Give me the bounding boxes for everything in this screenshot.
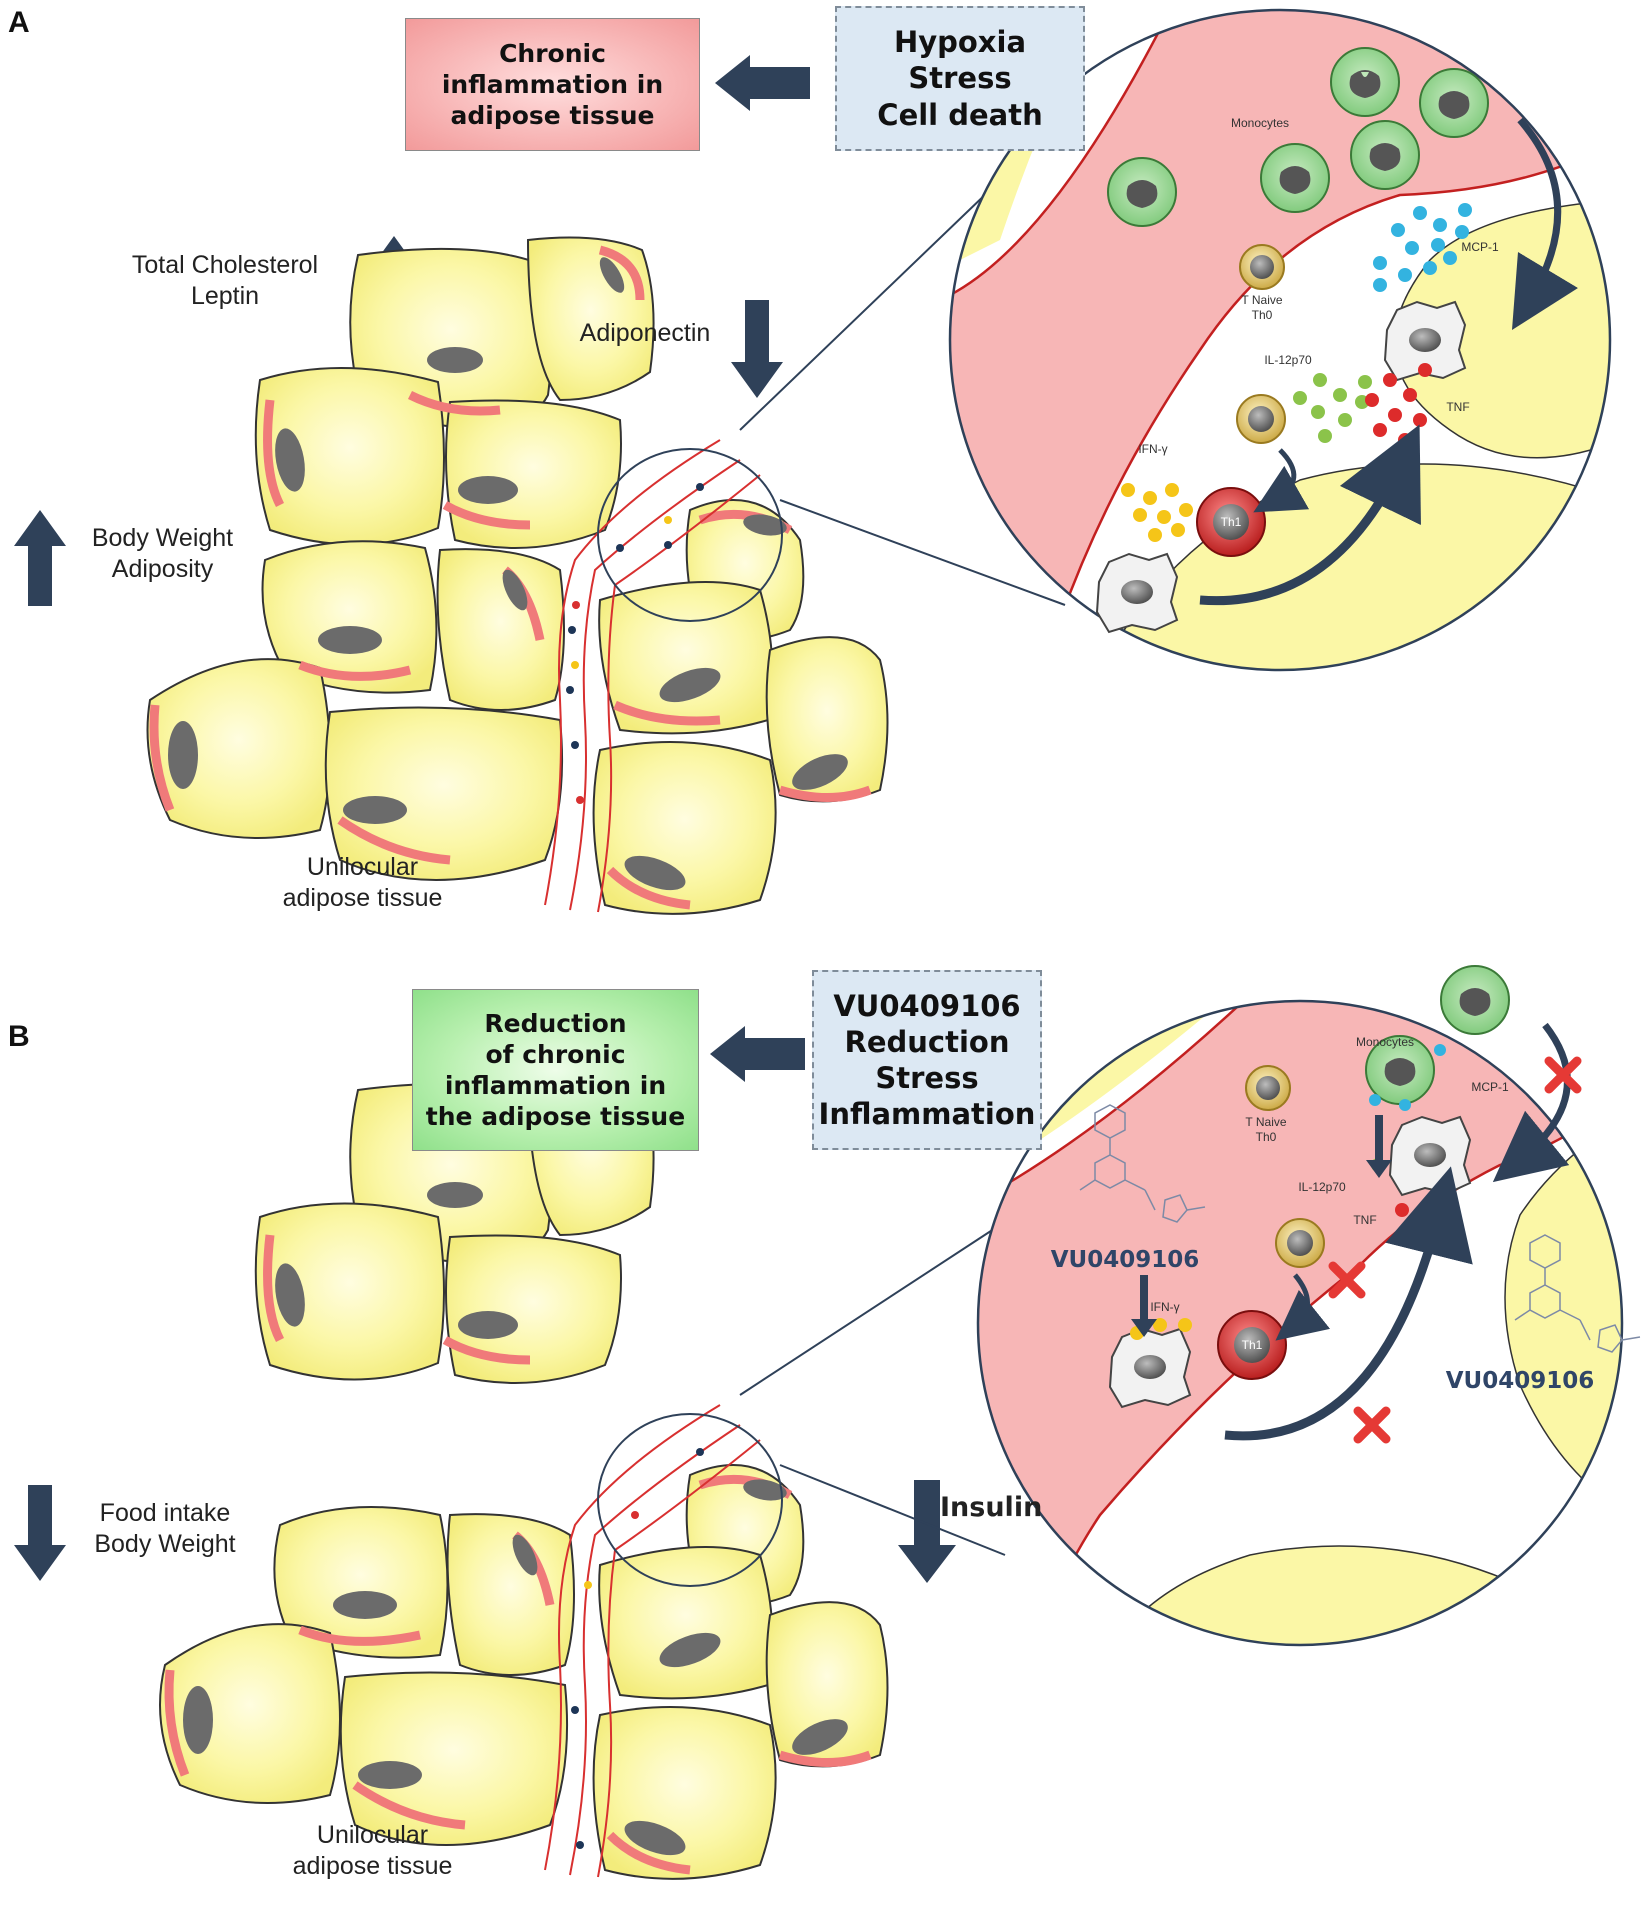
mcp1-dots bbox=[1373, 203, 1472, 292]
mcp1-dots bbox=[1369, 1044, 1446, 1111]
left-arrow bbox=[715, 55, 810, 111]
t-cell bbox=[1236, 394, 1286, 444]
monocytes-label: Monocytes bbox=[1355, 1035, 1415, 1049]
curved-arrow bbox=[1512, 117, 1579, 331]
macrophage-cell bbox=[1108, 1327, 1192, 1409]
curved-arrow bbox=[1275, 1273, 1331, 1341]
down-arrow bbox=[1131, 1275, 1157, 1337]
molecule-structure-icon bbox=[1079, 1104, 1206, 1223]
block-x-icon bbox=[1353, 1406, 1391, 1444]
ifn-label: IFN-γ bbox=[1138, 442, 1168, 456]
t-cell bbox=[1275, 1218, 1325, 1268]
il12-dots bbox=[1293, 373, 1372, 443]
t-naive-cell bbox=[1245, 1065, 1291, 1111]
t-naive-label: T Naive Th0 bbox=[1245, 1115, 1287, 1144]
th1-cell bbox=[1196, 487, 1266, 557]
insulin-label: Insulin bbox=[940, 1492, 1043, 1523]
left-arrow bbox=[710, 1026, 805, 1082]
th1-label: Th1 bbox=[1220, 515, 1242, 529]
panel-a-drawing bbox=[14, 8, 1612, 915]
blood-vessel bbox=[544, 1404, 761, 1878]
adipocyte-nuclei bbox=[149, 245, 872, 910]
blood-vessel bbox=[544, 439, 761, 913]
th1-label: Th1 bbox=[1241, 1338, 1263, 1352]
vessel-particles bbox=[566, 483, 704, 804]
adipose-tissue bbox=[146, 236, 889, 915]
vessel-particles bbox=[571, 1448, 704, 1849]
ifn-dots bbox=[1121, 483, 1193, 542]
curved-arrow bbox=[1253, 448, 1310, 513]
panel-letter-a: A bbox=[8, 6, 30, 39]
tissue-label: Unilocular adipose tissue bbox=[292, 1821, 453, 1880]
curved-arrow bbox=[1492, 1022, 1571, 1183]
curved-arrow bbox=[1224, 1166, 1473, 1441]
th1-cell bbox=[1217, 1310, 1287, 1380]
tnf-label: TNF bbox=[1446, 400, 1470, 414]
adipose-tissue bbox=[159, 1071, 889, 1880]
t-naive-label: T Naive Th0 bbox=[1241, 293, 1283, 322]
adipocyte-nuclei bbox=[164, 1080, 872, 1875]
body-weight-label: Body Weight Adiposity bbox=[91, 524, 234, 583]
food-intake-label: Food intake Body Weight bbox=[94, 1499, 236, 1558]
outcome-box: Chronic inflammation in adipose tissue bbox=[405, 18, 700, 151]
up-regulated-label: Total Cholesterol Leptin bbox=[131, 251, 319, 310]
ifn-label: IFN-γ bbox=[1150, 1300, 1180, 1314]
down-arrow bbox=[1366, 1115, 1392, 1178]
monocyte-cells bbox=[1107, 47, 1489, 227]
tissue-label: Unilocular adipose tissue bbox=[282, 853, 443, 912]
conditions-box: Hypoxia Stress Cell death bbox=[835, 6, 1085, 151]
down-arrow bbox=[731, 300, 783, 398]
down-arrow bbox=[898, 1480, 956, 1583]
panel-a: A bbox=[0, 0, 1650, 945]
conditions-box: VU0409106 Reduction Stress Inflammation bbox=[812, 970, 1042, 1150]
up-arrow bbox=[14, 510, 66, 606]
panel-letter-b: B bbox=[8, 1020, 30, 1053]
curved-arrow bbox=[1199, 424, 1421, 606]
block-x-icon bbox=[1328, 1261, 1366, 1299]
molecule-structure-icon bbox=[1514, 1234, 1641, 1353]
tnf-label: TNF bbox=[1353, 1213, 1377, 1227]
zoom-ring-small bbox=[597, 1413, 783, 1587]
monocyte-cells bbox=[1365, 965, 1510, 1105]
down-arrow bbox=[14, 1485, 66, 1581]
il12-label: IL-12p70 bbox=[1264, 353, 1312, 367]
t-naive-cell bbox=[1239, 244, 1285, 290]
block-x-icon bbox=[1544, 1056, 1582, 1094]
macrophage-cell bbox=[1095, 552, 1179, 634]
mcp1-label: MCP-1 bbox=[1471, 1080, 1509, 1094]
zoom-ring-large bbox=[976, 999, 1624, 1647]
outcome-box: Reduction of chronic inflammation in the… bbox=[412, 989, 699, 1151]
panel-b: B bbox=[0, 955, 1650, 1911]
zoom-view-b bbox=[978, 1001, 1622, 1645]
down-regulated-label: Adiponectin bbox=[579, 319, 711, 347]
zoom-ring-large bbox=[948, 8, 1612, 672]
mcp1-label: MCP-1 bbox=[1461, 240, 1499, 254]
macrophage-cell bbox=[1388, 1115, 1472, 1197]
zoom-ring-small bbox=[597, 448, 783, 622]
il12-label: IL-12p70 bbox=[1298, 1180, 1346, 1194]
panel-b-drawing bbox=[14, 965, 1641, 1880]
monocytes-label: Monocytes bbox=[1230, 116, 1290, 130]
drug-label-right: VU0409106 bbox=[1445, 1368, 1595, 1394]
drug-label-left: VU0409106 bbox=[1050, 1247, 1200, 1273]
